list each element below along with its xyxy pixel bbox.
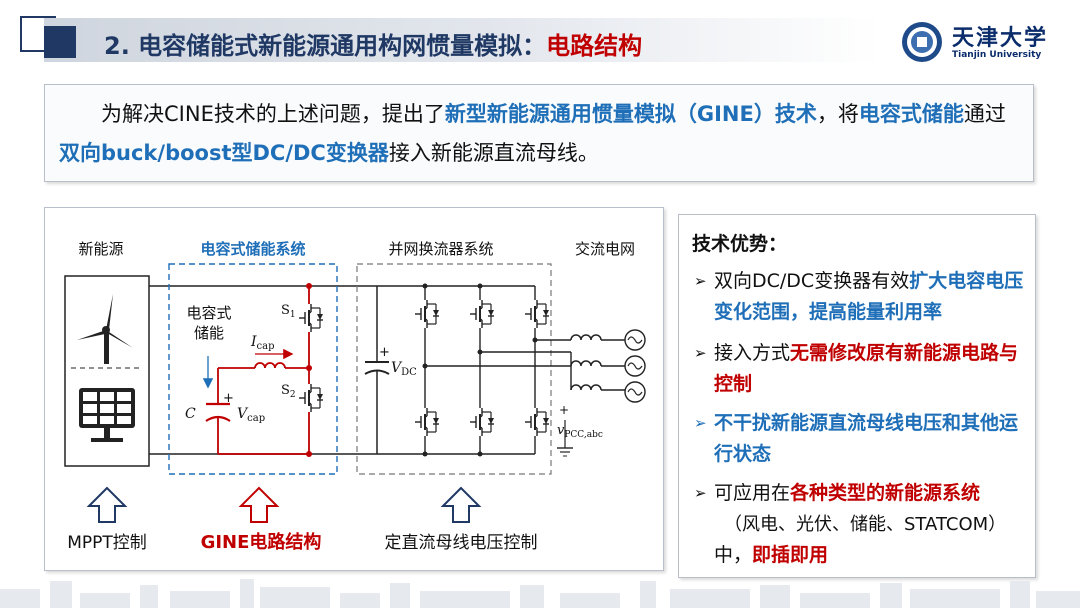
title-bar (44, 18, 880, 62)
intro-box: 为解决CINE技术的上述问题，提出了新型新能源通用惯量模拟（GINE）技术，将电… (44, 84, 1034, 182)
cap-storage-box (168, 263, 338, 475)
skyline-decoration (0, 579, 1080, 608)
bidirectional-dcdc-circuit (202, 283, 312, 457)
logo-name-cn: 天津大学 (952, 25, 1049, 51)
label-inverter-system: 并网换流器系统 (388, 240, 493, 258)
inverter-bridge (377, 283, 571, 457)
adv1-highlight: 扩大电容电压变化范围，提高能量利用率 (714, 270, 1024, 323)
label-ac-grid: 交流电网 (575, 240, 635, 258)
label-vdc: VDC (391, 360, 417, 378)
igbt-b-lower (469, 407, 495, 437)
label-vdc-plus: + (379, 345, 390, 360)
label-cap-storage-l2: 储能 (194, 324, 224, 342)
label-mppt: MPPT控制 (67, 533, 147, 553)
circuit-diagram: 新能源 电容式储能系统 并网换流器系统 交流电网 (64, 240, 646, 553)
adv2-highlight: 无需修改原有新能源电路与控制 (714, 342, 1019, 395)
wind-turbine-icon (77, 294, 133, 364)
label-cap-storage-system: 电容式储能系统 (200, 240, 305, 258)
label-icap: Icap (250, 334, 275, 352)
intro-t7: 接入新能源直流母线。 (388, 141, 599, 165)
switch-s2 (298, 383, 324, 413)
intro-t5: 通过 (963, 102, 1006, 126)
advantages-box (678, 214, 1036, 578)
advantages-title: 技术优势： (692, 233, 788, 255)
label-gine-structure: GINE电路结构 (201, 531, 322, 553)
intro-t3: ，将 (816, 102, 859, 126)
label-c: C (185, 406, 196, 422)
advantage-item-4: ➢ 可应用在各种类型的新能源系统 （风电、光伏、储能、STATCOM） 中，即插即用 (694, 478, 1030, 571)
label-vcap: Vcap (237, 406, 265, 424)
igbt-c-lower (524, 407, 550, 437)
advantage-item-2: ➢ 接入方式无需修改原有新能源电路与控制 (694, 338, 1030, 400)
adv4-highlight: 各种类型的新能源系统 (790, 482, 981, 504)
label-vpcc-plus: + (559, 403, 569, 417)
adv2-pre: 接入方式 (714, 342, 791, 364)
logo-name-en: Tianjin University (952, 50, 1042, 60)
switch-s1 (298, 303, 324, 333)
adv4-pre: 可应用在 (714, 482, 791, 504)
adv3-highlight: 不干扰新能源直流母线电压和其他运行状态 (714, 412, 1019, 465)
label-cap-storage-l1: 电容式 (186, 304, 231, 322)
arrow-dc-control-icon (442, 487, 480, 523)
page-title: 2. 电容储能式新能源通用构网惯量模拟：电路结构 (104, 26, 642, 61)
arrow-mppt-icon (88, 487, 126, 523)
adv4-line3-highlight: 即插即用 (752, 544, 829, 566)
adv4-line2: （风电、光伏、储能、STATCOM） (724, 514, 1007, 535)
arrow-gine-icon (240, 487, 278, 523)
label-cap-plus: + (223, 391, 234, 406)
intro-t6: 双向buck/boost型DC/DC变换器 (59, 141, 389, 165)
label-s1: S1 (281, 303, 296, 320)
solar-panel-icon (79, 388, 135, 442)
title-prefix: 2. 电容储能式新能源通用构网惯量模拟： (104, 32, 547, 60)
label-dc-voltage-control: 定直流母线电压控制 (385, 533, 538, 553)
advantage-item-1: ➢ 双向DC/DC变换器有效扩大电容电压变化范围，提高能量利用率 (694, 266, 1030, 328)
decor-square-filled (44, 26, 76, 58)
university-seal-icon (902, 22, 942, 62)
diagram-box: 新能源 电容式储能系统 并网换流器系统 交流电网 (44, 207, 664, 571)
adv4-line3-pre: 中， (714, 544, 753, 566)
intro-t1: 为解决CINE技术的上述问题，提出了 (101, 102, 445, 126)
intro-t4: 电容式储能 (858, 102, 964, 126)
title-highlight: 电路结构 (546, 32, 643, 60)
intro-text: 为解决CINE技术的上述问题，提出了新型新能源通用惯量模拟（GINE）技术，将电… (59, 95, 1025, 173)
bullet-arrow-icon: ➢ (694, 272, 707, 290)
igbt-b-upper (469, 299, 495, 329)
igbt-a-lower (414, 407, 440, 437)
label-vpcc: vPCC,abc (557, 423, 603, 440)
label-s2: S2 (281, 383, 296, 400)
label-renewable: 新能源 (78, 240, 123, 258)
inverter-box (356, 263, 552, 475)
adv1-pre: 双向DC/DC变换器有效 (714, 270, 910, 292)
advantage-item-3: ➢ 不干扰新能源直流母线电压和其他运行状态 (694, 408, 1030, 470)
dc-link-capacitor (364, 286, 390, 454)
bullet-arrow-icon: ➢ (694, 484, 707, 502)
igbt-a-upper (414, 299, 440, 329)
igbt-c-upper (524, 299, 550, 329)
bullet-arrow-icon: ➢ (694, 344, 707, 362)
grid-connection (557, 329, 646, 457)
intro-t2: 新型新能源通用惯量模拟（GINE）技术 (444, 102, 817, 126)
bullet-arrow-icon: ➢ (694, 414, 707, 432)
